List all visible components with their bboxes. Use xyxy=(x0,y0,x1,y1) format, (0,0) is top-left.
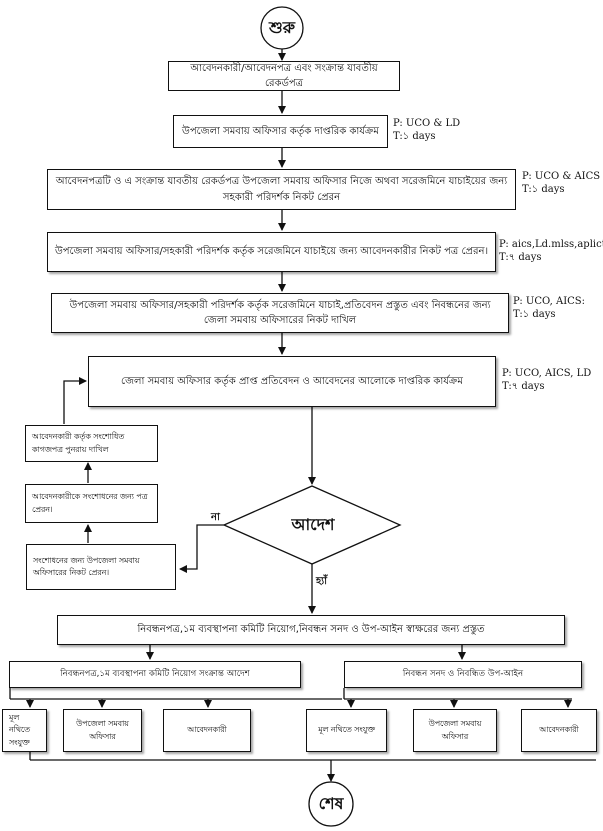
preparation-text: নিবন্ধনপত্র,১ম ব্যবস্থাপনা কমিটি নিয়োগ,… xyxy=(137,624,485,636)
left-recipient-file-text: মূল নথিতে সংযুক্ত xyxy=(9,713,30,747)
step-5-note: P: UCO, AICS: T:১ days xyxy=(513,296,586,320)
step-5-text: উপজেলা সমবায় অফিসার/সহকারী পরিদর্শক কর্… xyxy=(69,299,491,327)
revision-to-uco-box: সংশোধনের জন্য উপজেলা সমবায় অফিসারের নিক… xyxy=(26,544,176,590)
left-recipient-applicant-text: আবেদনকারী xyxy=(187,725,227,735)
step-2-note: P: UCO & LD T:১ days xyxy=(393,118,461,142)
right-recipient-file-text: মূল নথিতে সংযুক্ত xyxy=(318,725,375,735)
revision-letter-box: আবেদনকারীকে সংশোধনের জন্য পত্র প্রেরন। xyxy=(25,484,158,523)
resubmit-box: আবেদনকারী কর্তৃক সংশোধিত কাগজপত্র পুনরায… xyxy=(25,425,158,462)
step-2-box: উপজেলা সমবায় অফিসার কর্তৃক দাপ্তরিক কার… xyxy=(173,115,388,148)
decision-label: আদেশ xyxy=(291,514,335,534)
end-label: শেষ xyxy=(318,793,344,813)
step-6-note: P: UCO, AICS, LD T:৭ days xyxy=(502,368,592,392)
right-recipient-applicant-text: আবেদনকারী xyxy=(539,725,579,735)
preparation-box: নিবন্ধনপত্র,১ম ব্যবস্থাপনা কমিটি নিয়োগ,… xyxy=(57,615,565,645)
left-recipient-uco-text: উপজেলা সমবায় অফিসার xyxy=(76,719,129,741)
step-3-text: আবেদনপত্রটি ও এ সংক্রান্ত যাবতীয় রেকর্ড… xyxy=(55,176,508,203)
branch-right-text: নিবন্ধন সনদ ও নিবন্ধিত উপ-আইন xyxy=(402,668,524,679)
right-recipient-uco-box: উপজেলা সমবায় অফিসার xyxy=(413,709,497,752)
right-recipient-file-box: মূল নথিতে সংযুক্ত xyxy=(306,709,387,752)
no-label: না xyxy=(211,512,220,523)
end-circle xyxy=(308,781,354,827)
step-3-box: আবেদনপত্রটি ও এ সংক্রান্ত যাবতীয় রেকর্ড… xyxy=(47,169,516,210)
left-recipient-applicant-box: আবেদনকারী xyxy=(163,709,251,752)
step-1-text: আবেদনকারী/আবেদনপত্র এবং সংক্রান্ত যাবতীয… xyxy=(190,62,378,90)
step-6-text: জেলা সমবায় অফিসার কর্তৃক প্রাপ্ত প্রতিব… xyxy=(121,375,463,387)
step-4-note: P: aics,Ld.mlss,aplict; T:৭ days xyxy=(499,239,603,263)
step-3-note: P: UCO & AICS T:১ days xyxy=(522,171,601,195)
branch-left-text: নিবন্ধনপত্র,১ম ব্যবস্থাপনা কমিটি নিয়োগ … xyxy=(60,668,250,679)
step-5-box: উপজেলা সমবায় অফিসার/সহকারী পরিদর্শক কর্… xyxy=(51,293,509,333)
resubmit-text: আবেদনকারী কর্তৃক সংশোধিত কাগজপত্র পুনরায… xyxy=(32,432,125,454)
right-recipient-applicant-box: আবেদনকারী xyxy=(521,709,597,752)
start-label: শুরু xyxy=(268,17,296,37)
step-2-text: উপজেলা সমবায় অফিসার কর্তৃক দাপ্তরিক কার… xyxy=(182,125,379,137)
step-4-box: উপজেলা সমবায় অফিসার/সহকারী পরিদর্শক কর্… xyxy=(47,232,496,272)
revision-to-uco-text: সংশোধনের জন্য উপজেলা সমবায় অফিসারের নিক… xyxy=(33,555,140,577)
step-4-text: উপজেলা সমবায় অফিসার/সহকারী পরিদর্শক কর্… xyxy=(54,246,489,258)
revision-letter-text: আবেদনকারীকে সংশোধনের জন্য পত্র প্রেরন। xyxy=(32,492,148,514)
branch-left-box: নিবন্ধনপত্র,১ম ব্যবস্থাপনা কমিটি নিয়োগ … xyxy=(9,661,301,688)
left-recipient-file-box: মূল নথিতে সংযুক্ত xyxy=(2,709,47,752)
left-recipient-uco-box: উপজেলা সমবায় অফিসার xyxy=(63,709,142,752)
right-recipient-uco-text: উপজেলা সমবায় অফিসার xyxy=(428,719,482,741)
branch-right-box: নিবন্ধন সনদ ও নিবন্ধিত উপ-আইন xyxy=(344,661,582,688)
yes-label: হ্যাঁ xyxy=(316,576,328,587)
step-1-box: আবেদনকারী/আবেদনপত্র এবং সংক্রান্ত যাবতীয… xyxy=(168,61,400,91)
step-6-box: জেলা সমবায় অফিসার কর্তৃক প্রাপ্ত প্রতিব… xyxy=(88,356,496,407)
